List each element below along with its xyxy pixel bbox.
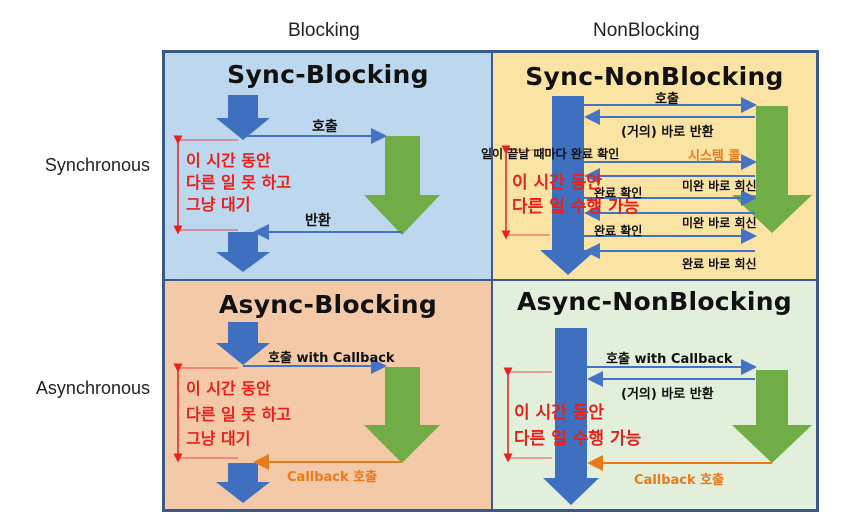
ab-callee-arrow [364,367,440,463]
title-sync-blocking: Sync-Blocking [227,60,429,89]
column-header-nonblocking: NonBlocking [593,20,700,41]
sync-nonblocking-shapes [501,96,812,275]
sb-note-line-2: 다른 일 못 하고 [186,173,292,192]
sb-call-label: 호출 [312,119,338,135]
snb-check-2: 완료 확인 [594,224,643,238]
async-blocking-shapes [173,322,440,503]
snb-syscall-label: 시스템 콜 [688,149,741,164]
cell-async-blocking [164,280,492,510]
snb-poll-note: 일이 끝날 때마다 완료 확인 [481,147,620,161]
ab-call-label: 호출 with Callback [268,351,395,366]
row-header-asynchronous: Asynchronous [35,378,150,398]
async-nonblocking-shapes [503,328,812,505]
snb-not-done-2: 미완 바로 회신 [682,216,757,230]
anb-callback-label: Callback 호출 [634,473,725,488]
row-header-synchronous: Synchronous [44,155,150,175]
snb-done-label: 완료 바로 회신 [682,257,757,271]
sb-note-line-1: 이 시간 동안 [186,151,271,170]
snb-not-done-1: 미완 바로 회신 [682,179,757,193]
ab-note-line-3: 그냥 대기 [186,429,251,448]
title-sync-nonblocking: Sync-NonBlocking [525,62,784,91]
anb-caller-arrow [543,328,599,505]
sb-return-label: 반환 [305,213,331,229]
column-header-blocking: Blocking [288,20,360,41]
snb-call-label: 호출 [655,92,679,107]
sb-callee-arrow [364,136,440,235]
sb-note-line-3: 그냥 대기 [186,195,251,214]
snb-check-1: 완료 확인 [594,186,643,200]
sb-caller-arrow-top [216,95,270,140]
ab-note-line-1: 이 시간 동안 [186,379,271,398]
title-async-blocking: Async-Blocking [218,290,438,319]
ab-caller-arrow-top [216,322,270,365]
ab-note-line-2: 다른 일 못 하고 [186,405,292,424]
sb-caller-arrow-bottom [216,232,270,272]
ab-callback-label: Callback 호출 [287,470,378,485]
anb-call-label: 호출 with Callback [606,352,733,367]
quadrant-grid [162,50,819,512]
snb-immediate-label: (거의) 바로 반환 [621,125,714,140]
cell-sync-blocking [164,52,492,280]
anb-immediate-label: (거의) 바로 반환 [621,387,714,402]
anb-note-line-1: 이 시간 동안 [514,403,605,423]
sync-blocking-shapes [173,95,440,272]
title-async-nonblocking: Async-NonBlocking [516,287,793,316]
snb-caller-arrow [540,96,596,275]
ab-caller-arrow-bottom [216,463,270,503]
anb-note-line-2: 다른 일 수행 가능 [514,429,642,449]
anb-callee-arrow [732,370,812,463]
snb-note-line-2: 다른 일 수행 가능 [512,197,640,217]
snb-note-line-1: 이 시간 동안 [512,173,603,193]
